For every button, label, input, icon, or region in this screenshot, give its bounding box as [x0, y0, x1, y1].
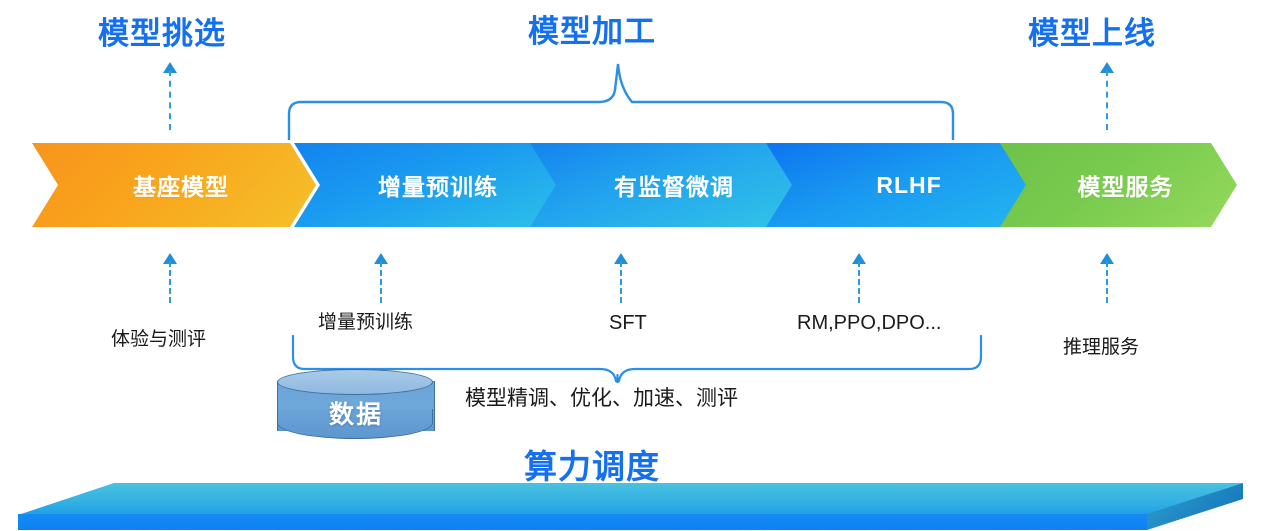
caption-rlhf-algos: RM,PPO,DPO... — [797, 312, 942, 334]
cylinder-top-ellipse — [277, 369, 433, 395]
section-title-model-selection: 模型挑选 — [98, 16, 226, 51]
data-store-label: 数据 — [328, 401, 383, 429]
arrow-head-icon — [374, 253, 388, 264]
caption-evaluation: 体验与测评 — [111, 329, 207, 350]
section-title-model-processing: 模型加工 — [528, 14, 656, 49]
arrow-head-icon — [614, 253, 628, 264]
dashed-arrow-evaluation — [163, 253, 177, 303]
pipeline-stage-label: 有监督微调 — [614, 174, 734, 200]
data-store-cylinder[interactable]: 数据 — [277, 369, 435, 445]
compute-platform-slab — [18, 483, 1243, 531]
lower-brace — [290, 335, 984, 383]
arrow-stem — [1106, 70, 1108, 130]
slab-front-face — [18, 514, 1147, 530]
pipeline-stage-supervised-finetune[interactable]: 有监督微调 — [530, 143, 804, 227]
dashed-arrow-model-launch — [1100, 62, 1114, 130]
upper-brace — [286, 62, 956, 140]
caption-sft: SFT — [609, 312, 647, 334]
caption-incremental-pretrain: 增量预训练 — [318, 312, 414, 333]
pipeline-stage-rlhf[interactable]: RLHF — [766, 143, 1038, 227]
arrow-head-icon — [163, 62, 177, 73]
dashed-arrow-rlhf-algos — [852, 253, 866, 303]
pipeline-stage-label: RLHF — [876, 171, 942, 198]
pipeline-stage-base-model[interactable]: 基座模型 — [32, 143, 316, 227]
pipeline-stage-label: 增量预训练 — [378, 174, 498, 200]
arrow-head-icon — [852, 253, 866, 264]
pipeline-stage-incremental-pretrain[interactable]: 增量预训练 — [294, 143, 568, 227]
arrow-stem — [380, 261, 382, 303]
arrow-stem — [169, 70, 171, 130]
arrow-head-icon — [1100, 253, 1114, 264]
platform-title: 算力调度 — [524, 448, 660, 485]
dashed-arrow-inference-service — [1100, 253, 1114, 303]
pipeline-stage-model-service[interactable]: 模型服务 — [1000, 143, 1237, 227]
caption-tuning-summary: 模型精调、优化、加速、测评 — [465, 387, 738, 410]
section-title-model-launch: 模型上线 — [1028, 16, 1156, 51]
pipeline-stages: 基座模型 增量预训练 有监督微调 RLHF 模型服务 — [32, 143, 1237, 227]
caption-inference-service: 推理服务 — [1063, 337, 1140, 358]
cylinder-bottom — [277, 409, 433, 439]
arrow-head-icon — [1100, 62, 1114, 73]
arrow-head-icon — [163, 253, 177, 264]
arrow-stem — [858, 261, 860, 303]
dashed-arrow-sft — [614, 253, 628, 303]
slab-top-face — [18, 483, 1243, 515]
pipeline-stage-label: 基座模型 — [133, 174, 229, 200]
dashed-arrow-incremental-pretrain — [374, 253, 388, 303]
pipeline-stage-label: 模型服务 — [1077, 174, 1174, 200]
dashed-arrow-model-selection — [163, 62, 177, 130]
arrow-stem — [1106, 261, 1108, 303]
arrow-stem — [620, 261, 622, 303]
arrow-stem — [169, 261, 171, 303]
